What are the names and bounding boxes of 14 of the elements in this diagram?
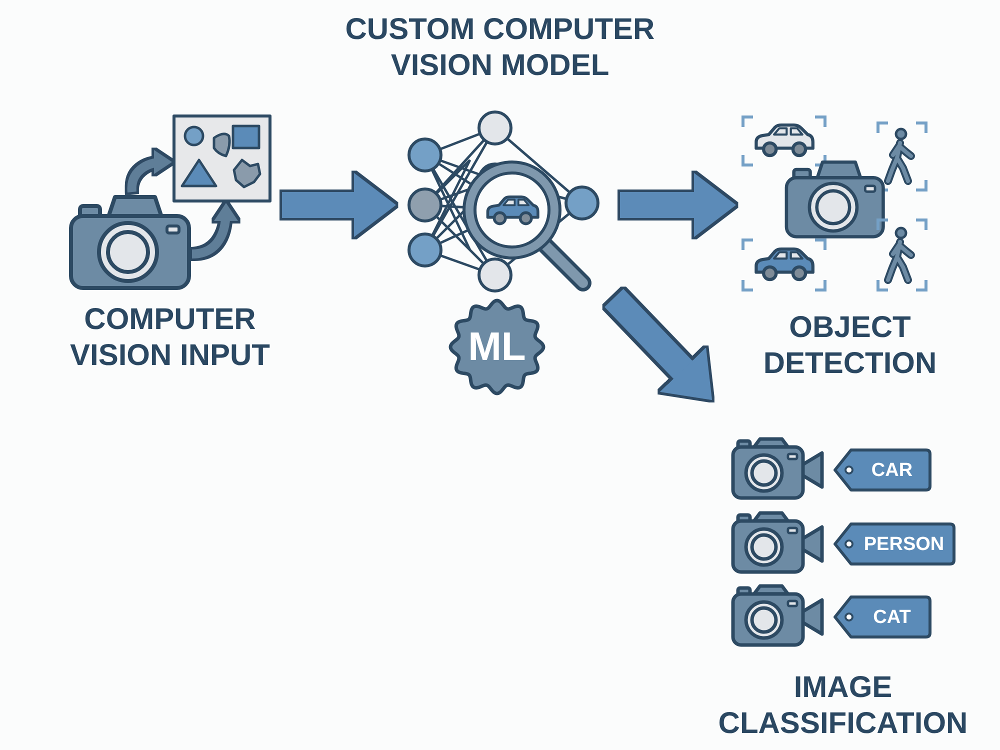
stage-label: OBJECT DETECTION: [762, 310, 938, 382]
shapes-picture-icon: [172, 114, 272, 203]
stage-title: CUSTOM COMPUTER VISION MODEL: [344, 12, 656, 84]
camera-icon: [68, 192, 192, 292]
arrow: [192, 203, 238, 258]
arrow: [282, 173, 396, 237]
gear-badge: ML: [448, 298, 546, 396]
stage-label: COMPUTER VISION INPUT: [68, 302, 272, 374]
arrow: [620, 173, 736, 237]
label-tag: CAT: [833, 594, 933, 640]
label-tag: PERSON: [833, 521, 957, 567]
arrow: [127, 150, 172, 192]
stage-label: IMAGE CLASSIFICATION: [717, 670, 969, 742]
label-tag: CAR: [833, 447, 933, 493]
